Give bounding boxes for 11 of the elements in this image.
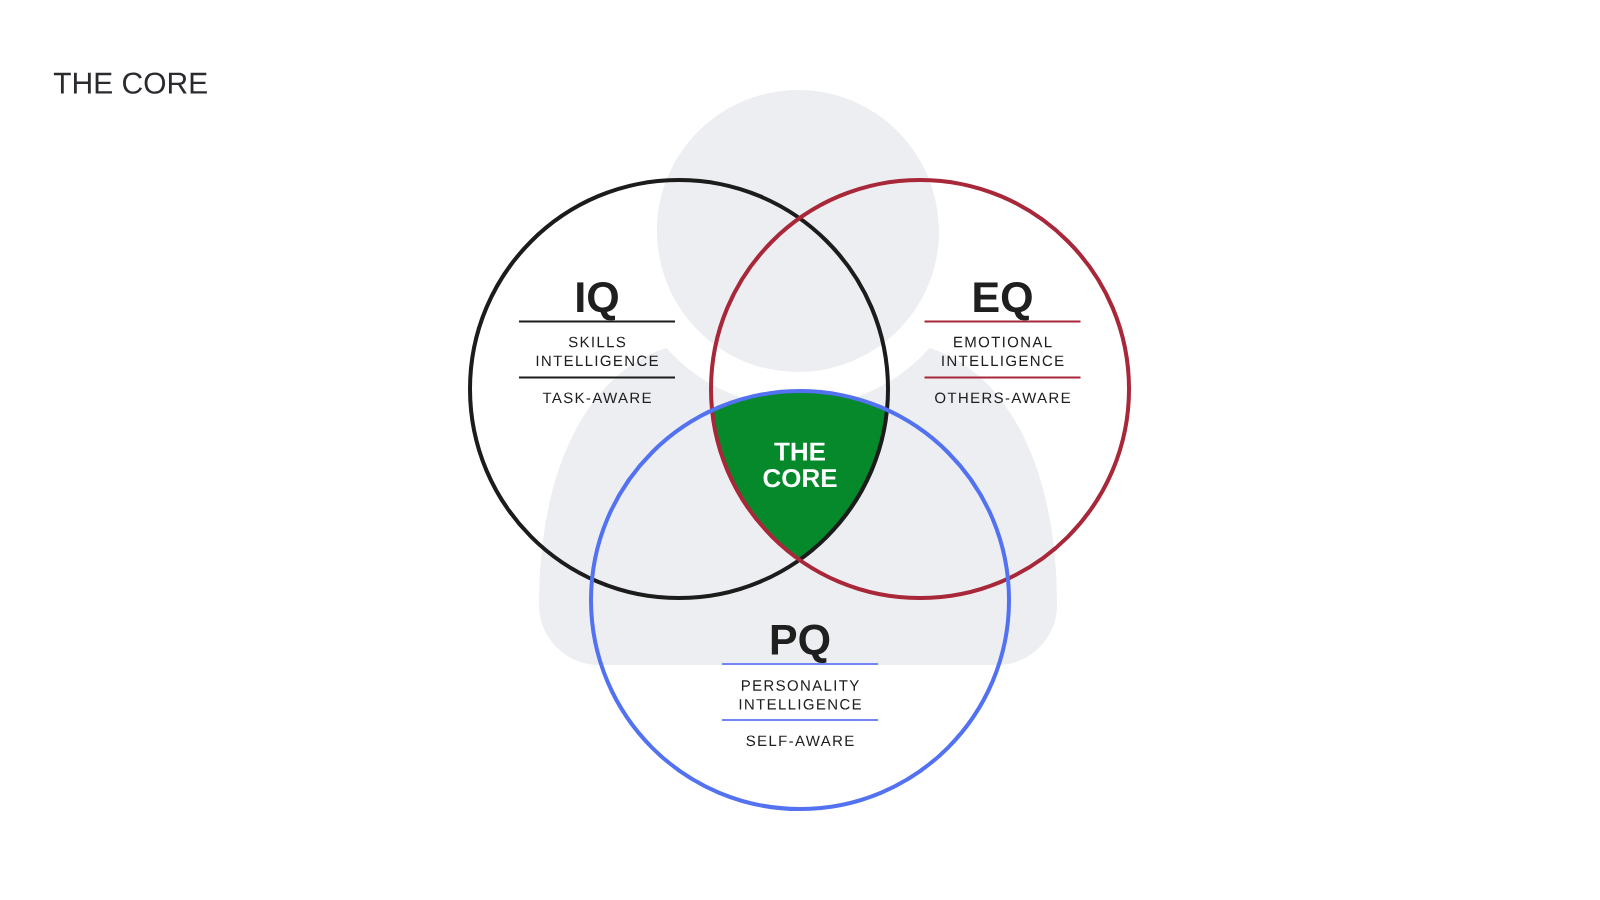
circle-caption: OTHERS-AWARE [935, 392, 1070, 404]
circle-subtitle: EMOTIONAL INTELLIGENCE [942, 336, 1064, 367]
title: THE CORE [53, 72, 207, 94]
circle-subtitle: SKILLS INTELLIGENCE [536, 336, 658, 367]
circle-subtitle: PERSONALITY INTELLIGENCE [739, 680, 861, 710]
circle-heading: EQ [974, 281, 1032, 321]
circle-heading: IQ [577, 281, 618, 321]
circle-caption: SELF-AWARE [746, 735, 854, 747]
circle-caption: TASK-AWARE [542, 392, 651, 404]
core-region: THE CORE [712, 391, 887, 560]
circle-heading: PQ [771, 624, 830, 663]
